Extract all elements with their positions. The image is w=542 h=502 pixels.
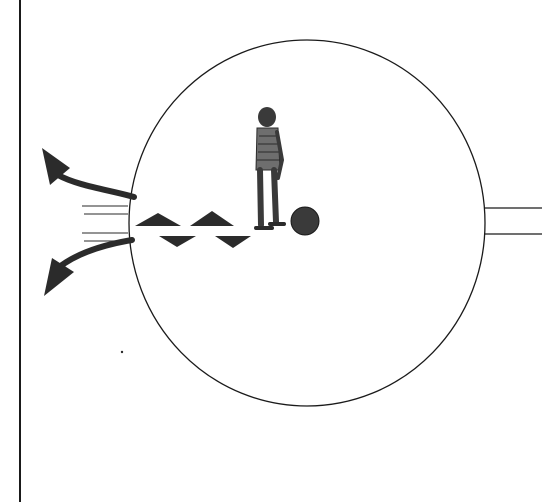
- outflow-arrow-up: [42, 148, 134, 197]
- triangle-markers: [135, 211, 251, 248]
- speed-lines: [82, 206, 128, 241]
- triangle-marker: [215, 236, 251, 248]
- triangle-marker: [135, 213, 181, 226]
- outflow-arrow-down: [44, 240, 132, 296]
- standing-person: [256, 107, 284, 228]
- triangle-marker: [190, 211, 234, 226]
- stray-mark: [121, 351, 123, 353]
- right-rail: [485, 208, 542, 234]
- triangle-marker: [159, 236, 196, 247]
- ball: [291, 207, 319, 235]
